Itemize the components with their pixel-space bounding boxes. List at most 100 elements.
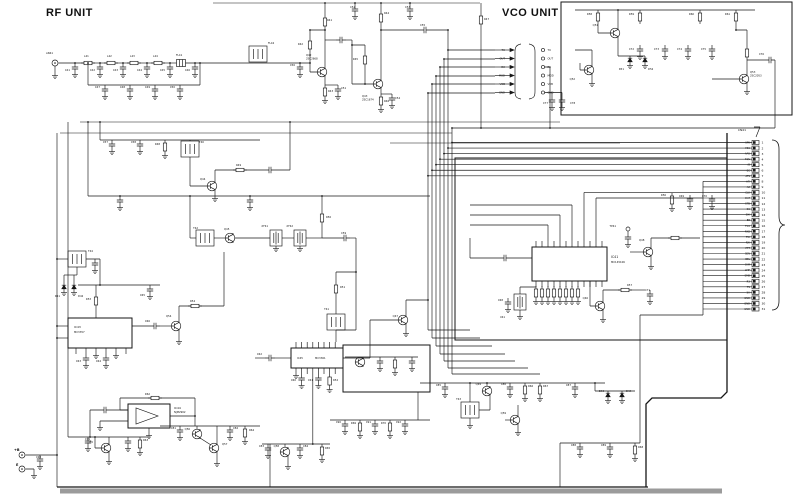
pin-label: SQL — [745, 157, 751, 161]
component-label: R45 — [353, 57, 358, 61]
pin-number: 1 — [762, 141, 764, 145]
component-label: R44 — [384, 11, 389, 15]
component-label: R46 — [384, 99, 389, 103]
component-label: Q47 — [393, 314, 399, 318]
component-label: C76 — [759, 52, 764, 56]
vco-pin-label: OUT — [548, 57, 554, 61]
board-shadow — [60, 488, 722, 494]
pin-box — [751, 156, 760, 162]
component-label: XF42 — [286, 224, 293, 228]
component-label: C89 — [601, 443, 606, 447]
pin-number: 12 — [762, 202, 766, 206]
pin-contact — [753, 174, 756, 178]
component-label: AN41 — [46, 51, 53, 55]
component-label: R68 — [638, 445, 643, 449]
pin-contact — [753, 252, 756, 255]
component-label: E — [16, 463, 19, 467]
component-label: C79 — [85, 437, 90, 441]
board-outline — [57, 133, 727, 487]
component-label: R51 — [340, 285, 345, 289]
component-label: IC44 — [174, 406, 181, 410]
pin-contact — [753, 157, 756, 161]
pin-contact — [753, 241, 756, 244]
arrow-icon — [510, 91, 514, 94]
pin-contact — [753, 207, 756, 211]
pin-box — [751, 151, 760, 156]
component-label: R69 — [351, 421, 356, 425]
arrow-icon — [510, 48, 514, 51]
component-label: C41 — [65, 68, 70, 72]
component-label: C70 — [702, 194, 707, 198]
arrow-icon — [510, 82, 514, 85]
component-label: Q59 — [501, 411, 507, 415]
component-label: C85 — [436, 383, 441, 387]
component-label: R57 — [627, 283, 632, 287]
pin-contact — [753, 168, 756, 172]
arrow-icon — [510, 74, 514, 77]
component-label: C54 — [395, 96, 400, 100]
component-label: C50 — [170, 85, 175, 89]
pin-contact — [753, 146, 756, 150]
pin-box — [751, 173, 760, 179]
vco-unit-title: VCO UNIT — [502, 7, 559, 19]
component-label: R47 — [484, 17, 489, 21]
component-label: T42 — [193, 226, 198, 230]
pin-number: 13 — [762, 207, 766, 211]
vco-pin-label: VCB — [548, 82, 554, 86]
pin-contact — [753, 246, 756, 250]
pin-contact — [753, 296, 756, 300]
component-label: C49 — [145, 85, 150, 89]
circuit-wiring — [26, 3, 776, 487]
component-label: C47 — [95, 85, 100, 89]
component-label: C69 — [679, 194, 684, 198]
pin-contact — [753, 180, 756, 183]
pin-contact — [753, 141, 756, 144]
pin-contact — [753, 152, 756, 155]
component-label: R42 — [298, 42, 303, 46]
component-label: D43 — [599, 389, 605, 393]
pin-contact — [753, 263, 756, 266]
component-label: R60 — [689, 12, 694, 16]
pin-number: 17 — [762, 230, 766, 234]
partition-lines — [60, 3, 620, 143]
component-label: C55 — [420, 23, 425, 27]
component-label: Q48 — [639, 238, 645, 242]
arrow-icon — [510, 65, 514, 68]
component-label: R66 — [528, 384, 533, 388]
component-label: C65 — [140, 293, 145, 297]
pin-contact — [753, 218, 756, 222]
component-label: Q53 — [750, 70, 756, 74]
component-label: C62 — [257, 352, 262, 356]
component-label: TP41 — [610, 224, 617, 228]
pin-number: 30 — [762, 302, 766, 306]
pin-box — [751, 145, 760, 151]
component-label: C77 — [543, 101, 548, 105]
pin-contact — [753, 257, 756, 261]
component-label: C74 — [677, 47, 682, 51]
component-label: C43 — [113, 68, 118, 72]
junction-dots — [56, 2, 737, 456]
pin-number: 5 — [762, 163, 764, 167]
component-label: 2SC1674 — [362, 98, 374, 102]
component-label: D51 — [619, 67, 625, 71]
component-label: C64 — [96, 359, 101, 363]
pin-contact — [753, 230, 756, 233]
pin-contact — [753, 279, 756, 283]
component-label: C42 — [90, 68, 95, 72]
component-label: C46 — [185, 68, 190, 72]
pin-label: 8C — [747, 168, 751, 172]
component-label: C61 — [308, 378, 313, 382]
pin-number: 29 — [762, 296, 766, 300]
component-label: Q58 — [274, 444, 280, 448]
component-label: R41 — [327, 18, 332, 22]
component-label: C92 — [396, 420, 401, 424]
component-label: C91 — [366, 420, 371, 424]
component-label: C68 — [498, 298, 503, 302]
component-label: T40 — [199, 140, 204, 144]
pin-contact — [753, 185, 756, 189]
component-label: Q54 — [166, 314, 172, 318]
